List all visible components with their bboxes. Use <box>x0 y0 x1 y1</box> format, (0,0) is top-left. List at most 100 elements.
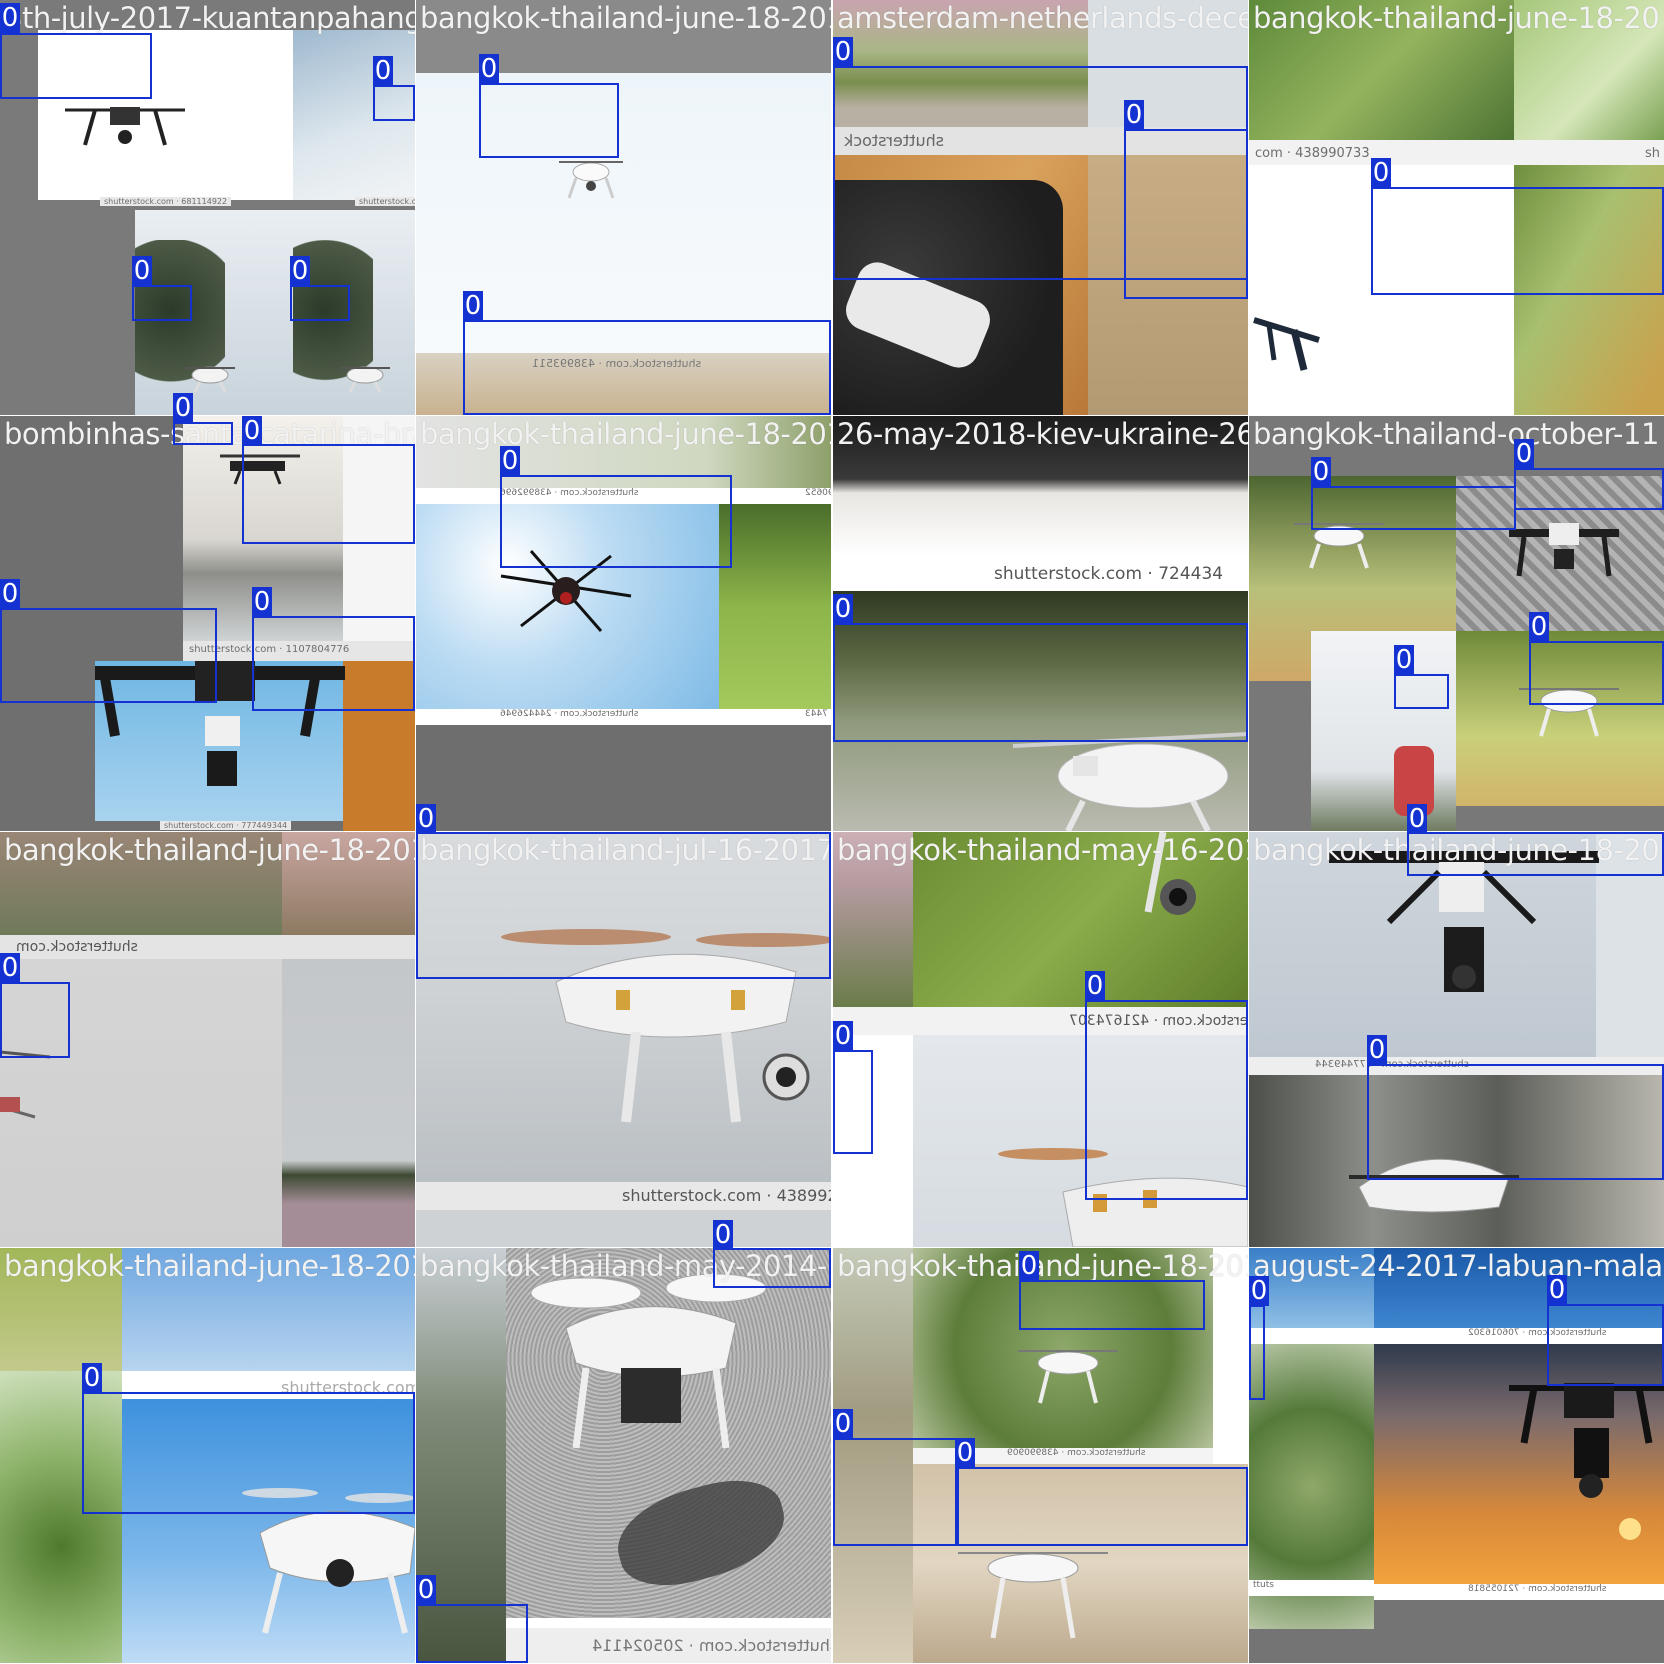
photo-grass <box>719 504 831 709</box>
detection-label: 0 <box>1367 1035 1387 1065</box>
tile-title: bangkok-thailand-may-16-2018 <box>837 833 1248 867</box>
photo-grass-drone <box>913 832 1248 1007</box>
mosaic-tile: shutterstock.com · 438992696 90652 shutt… <box>416 416 831 831</box>
detection-box <box>290 285 350 321</box>
detection-label: 0 <box>500 446 520 476</box>
detection-label: 0 <box>252 587 272 617</box>
drone-icon <box>95 661 345 786</box>
watermark: shutterstock.com · 438990909 <box>1007 1448 1146 1458</box>
drone-icon <box>220 454 300 485</box>
watermark: shutterstock.com <box>16 939 138 955</box>
photo-sky-right <box>1596 832 1664 1057</box>
detection-label: 0 <box>479 54 499 84</box>
watermark: com · 438990733 <box>1255 146 1370 161</box>
photo-pilot <box>1311 631 1456 831</box>
drone-icon <box>1253 317 1320 371</box>
watermark-strip <box>1249 1328 1664 1344</box>
detection-box <box>373 85 415 121</box>
detection-box <box>416 1604 528 1663</box>
detection-box <box>1514 468 1664 510</box>
detection-box <box>0 33 152 99</box>
mosaic-tile: shutterstock.com · 421674307 bangkok-tha… <box>833 832 1248 1247</box>
detection-box <box>713 1248 831 1288</box>
detection-label: 0 <box>132 256 152 286</box>
photo-clouds <box>293 30 415 200</box>
detection-box <box>242 444 415 544</box>
watermark: shutterstock.com · 777449344 <box>160 821 292 830</box>
detection-box <box>1407 832 1664 876</box>
photo-sand <box>1088 155 1248 415</box>
drone-icon <box>1509 1383 1664 1498</box>
detection-label: 0 <box>1019 1251 1039 1281</box>
tile-title: bangkok-thailand-october-11 <box>1253 417 1659 451</box>
detection-box <box>833 1050 873 1154</box>
watermark: shutterstock.com · 244426946 <box>500 709 639 719</box>
photo-field-road <box>833 0 1088 127</box>
mosaic-tile: shutterstock amsterdam-netherlands-decem… <box>833 0 1248 415</box>
watermark-strip <box>416 1182 831 1210</box>
photo-blue-sky <box>1374 1248 1664 1328</box>
watermark-strip <box>1249 1580 1374 1596</box>
detection-label: 0 <box>1371 158 1391 188</box>
detection-box <box>479 83 619 158</box>
detection-label: 0 <box>416 804 436 834</box>
photo-field <box>833 832 913 1007</box>
detection-label: 0 <box>463 291 483 321</box>
drone-icon <box>1349 1158 1519 1213</box>
detection-label: 0 <box>0 953 20 983</box>
tile-title: bangkok-thailand-june-18-20 <box>1253 1 1660 35</box>
drone-icon <box>1329 851 1599 992</box>
photo-sky-field <box>282 959 415 1247</box>
watermark-strip <box>183 641 415 661</box>
photo-controller <box>343 416 415 641</box>
detection-box <box>833 1438 959 1546</box>
detection-label: 0 <box>1124 100 1144 130</box>
mosaic-tile: shutterstock.com · 438992 bangkok-thaila… <box>416 832 831 1247</box>
mosaic-tile: shutterstock.com bangkok-thailand-june-1… <box>0 1248 415 1663</box>
detection-label: 0 <box>373 56 393 86</box>
drone-icon <box>559 161 623 199</box>
tile-title: bangkok-thailand-june-18-20 <box>1253 833 1660 867</box>
detection-label: 0 <box>1547 1275 1567 1305</box>
watermark-strip <box>0 935 415 959</box>
photo-white-sky <box>1249 165 1514 415</box>
photo-sky-top <box>122 1248 415 1371</box>
photo-sky-drone <box>38 30 293 200</box>
mosaic-tile: shutterstock.com · 777449344 bangkok-tha… <box>1249 832 1664 1247</box>
detection-label: 0 <box>1407 804 1427 834</box>
tile-title: bangkok-thailand-june-18-2016-260nw-4389 <box>4 1249 415 1283</box>
detection-box <box>1311 486 1516 530</box>
watermark-strip <box>833 127 1248 155</box>
detection-box <box>1019 1280 1205 1330</box>
watermark: shutterstock.com · 724434 <box>994 564 1224 584</box>
detection-label: 0 <box>1514 439 1534 469</box>
watermark: shutterstock.com · 1107804776 <box>189 644 350 655</box>
tile-title: 8th-july-2017-kuantanpahang-malaysia-dji <box>4 1 415 35</box>
detection-label: 0 <box>1394 645 1414 675</box>
detection-box <box>82 1392 415 1514</box>
photo-field-top <box>0 832 282 935</box>
drone-icon <box>530 1273 766 1449</box>
detection-label: 0 <box>1085 971 1105 1001</box>
mosaic-tile: com · 438990733 sh bangkok-thailand-june… <box>1249 0 1664 415</box>
photo-grey-sky <box>0 959 282 1247</box>
detection-box <box>1371 187 1664 295</box>
detection-box <box>0 608 217 703</box>
photo-grey-sky <box>1249 832 1596 1057</box>
watermark-strip <box>1374 1584 1664 1600</box>
photo-trees <box>0 1371 122 1663</box>
photo-sky-hexacopter <box>416 504 719 709</box>
photo-field-drone-2 <box>1456 631 1664 806</box>
tile-title: bangkok-thailand-june-18-2016-260nw-4389 <box>4 833 415 867</box>
drone-icon <box>1013 732 1248 831</box>
mosaic-tile: shutterstock.com · 205024114 bangkok-tha… <box>416 1248 831 1663</box>
drone-icon <box>501 929 831 1123</box>
detection-box <box>1394 674 1449 709</box>
detection-box <box>463 320 831 415</box>
detection-box <box>1367 1064 1664 1180</box>
tile-title: august-24-2017-labuan-mala <box>1253 1249 1663 1283</box>
watermark-strip <box>1249 1057 1664 1075</box>
tile-title: bangkok-thailand-jul-16-2017-260nw-67953 <box>420 833 831 867</box>
tile-title: bangkok-thailand-may-2014-260nw-205024 <box>420 1249 831 1283</box>
